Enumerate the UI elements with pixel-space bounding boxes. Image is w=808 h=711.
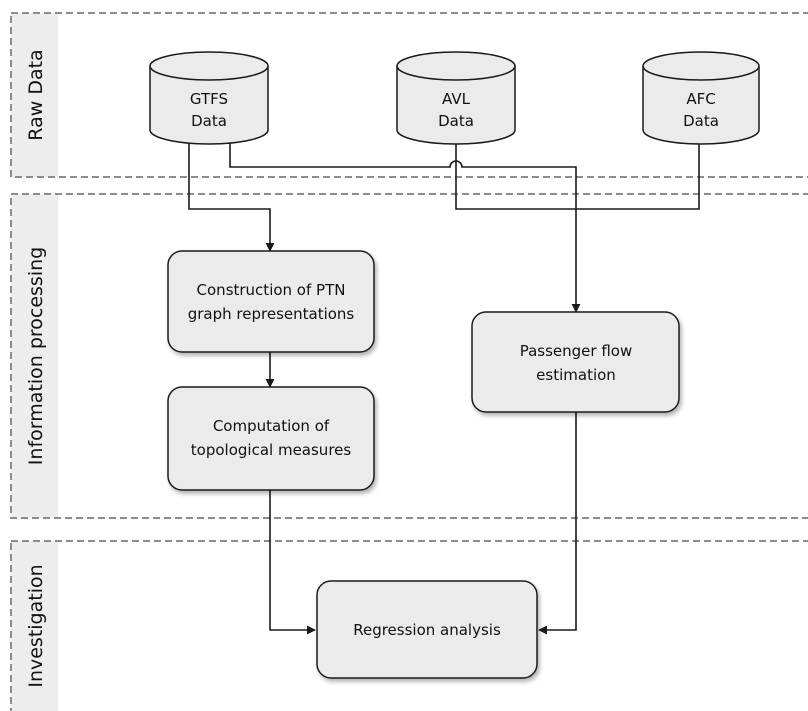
gtfs-cylinder-body [149, 66, 269, 145]
lane-raw-data-border [10, 12, 808, 178]
avl-cylinder-body [396, 66, 516, 145]
connectors [188, 140, 700, 635]
edge-flow-to-regression [538, 412, 577, 635]
gtfs-cylinder-top [149, 51, 269, 81]
source-gtfs: GTFS Data [149, 51, 269, 145]
regression-box [316, 580, 538, 679]
lane-raw-data-strip [11, 13, 58, 177]
lane-investigation-strip [11, 541, 58, 711]
edge-topo-to-regression [269, 490, 316, 635]
avl-label-line2: Data [438, 112, 474, 130]
lane-investigation-border [10, 540, 808, 711]
ptn-label-line2: graph representations [188, 305, 355, 323]
topo-label-line2: topological measures [191, 441, 352, 459]
gtfs-label-line2: Data [191, 112, 227, 130]
lane-raw-data-title: Raw Data [25, 49, 47, 140]
afc-label-line1: AFC [686, 90, 715, 108]
topo-box [167, 386, 375, 491]
afc-cylinder-top [642, 51, 760, 81]
flow-label-line2: estimation [536, 366, 616, 384]
lane-processing-title: Information processing [25, 247, 47, 465]
source-afc: AFC Data [642, 51, 760, 145]
topo-label-line1: Computation of [213, 417, 330, 435]
ptn-box [167, 250, 375, 353]
lane-investigation: Investigation [10, 540, 808, 711]
edge-gtfs-to-ptn [188, 144, 275, 252]
ptn-label-line1: Construction of PTN [197, 281, 346, 299]
afc-cylinder-body [642, 66, 760, 145]
regression-label: Regression analysis [353, 621, 501, 639]
flow-box [471, 311, 680, 413]
source-avl: AVL Data [396, 51, 516, 145]
lane-processing-border [10, 193, 808, 519]
lane-information-processing: Information processing [10, 193, 808, 519]
process-topological-measures: Computation of topological measures [167, 386, 375, 491]
avl-label-line1: AVL [442, 90, 471, 108]
flow-label-line1: Passenger flow [520, 342, 633, 360]
process-passenger-flow: Passenger flow estimation [471, 311, 680, 413]
edge-avl-afc-link [455, 144, 700, 210]
avl-cylinder-top [396, 51, 516, 81]
afc-label-line2: Data [683, 112, 719, 130]
lane-raw-data: Raw Data [10, 12, 808, 178]
lane-processing-strip [11, 194, 58, 518]
gtfs-label-line1: GTFS [190, 90, 228, 108]
process-ptn-construction: Construction of PTN graph representation… [167, 250, 375, 353]
process-regression-analysis: Regression analysis [316, 580, 538, 679]
lane-investigation-title: Investigation [25, 564, 47, 687]
